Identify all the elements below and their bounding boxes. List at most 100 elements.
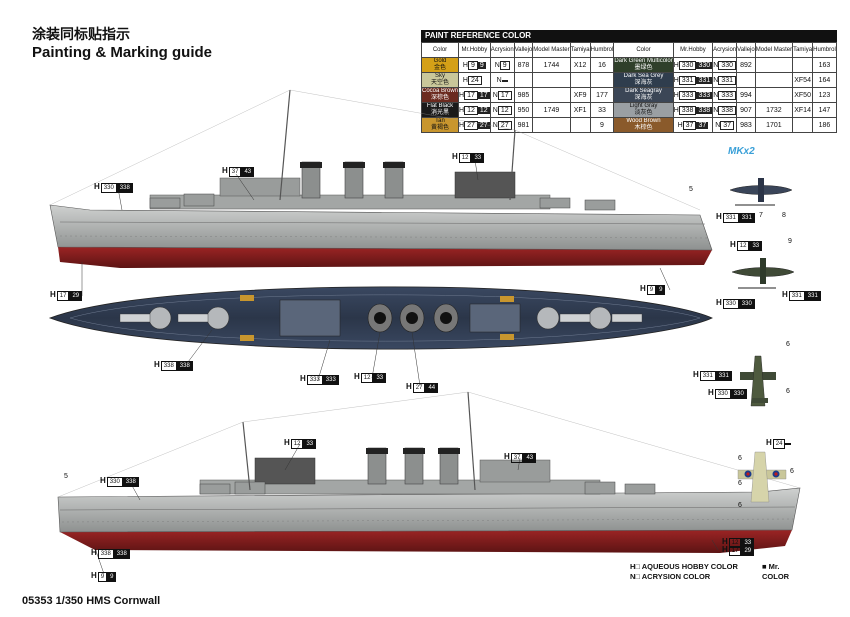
legend-aqueous: H□ AQUEOUS HOBBY COLOR xyxy=(630,562,738,571)
callout-number: 7 xyxy=(759,212,763,219)
table-cell-tamiya xyxy=(569,117,591,133)
callout-number: 6 xyxy=(786,341,790,348)
n-code: 17 xyxy=(497,90,512,100)
ship-side-profile-bottom xyxy=(57,391,801,553)
callout-number: 6 xyxy=(738,480,742,487)
swatch-name-cn: 淡灰色 xyxy=(634,110,653,116)
h-code-dark: 331 xyxy=(696,76,712,84)
swatch-name: Dark Seagray xyxy=(625,88,662,95)
swatch-name: Wood Brown xyxy=(626,118,661,125)
n-code: 9 xyxy=(499,60,510,70)
callout-number: 6 xyxy=(790,468,794,475)
legend: H□ AQUEOUS HOBBY COLOR N□ ACRYSION COLOR… xyxy=(630,562,789,582)
h-code-dark: 27 xyxy=(477,121,490,129)
h-code: 338 xyxy=(678,105,697,115)
table-header-cell: Color xyxy=(613,42,674,58)
h-code: 331 xyxy=(678,75,697,85)
swatch-name-cn: 消光黑 xyxy=(431,110,450,116)
callout-number: 8 xyxy=(782,212,786,219)
hull-grey-bottom xyxy=(57,487,801,533)
table-header-cell: Acrysion xyxy=(712,42,738,58)
h-code-dark: 17 xyxy=(477,91,490,99)
swatch-name-cn: 天空色 xyxy=(431,80,450,86)
swatch-name-cn: 黄褐色 xyxy=(431,125,450,131)
swatch-name: Dark Sea Grey xyxy=(623,73,664,80)
n-code: 37 xyxy=(720,120,735,130)
swatch-name: Cocoa Brown xyxy=(422,88,459,95)
table-cell-mm xyxy=(532,117,571,133)
h-code-dark: 330 xyxy=(696,61,712,69)
callout-number: 5 xyxy=(689,186,693,193)
table-cell-tamiya: XF9 xyxy=(569,87,591,103)
h-code: 17 xyxy=(464,90,478,100)
paint-reference-table: PAINT REFERENCE COLOR Color Mr.Hobby Acrys… xyxy=(420,30,837,133)
table-cell-mm: 1749 xyxy=(532,102,571,118)
swatch-name: Tan xyxy=(435,118,445,125)
table-cell-humbrol: 9 xyxy=(589,117,615,133)
hull-red-top xyxy=(58,247,712,268)
title-english: Painting & Marking guide xyxy=(32,44,213,61)
h-code-dark: 9 xyxy=(477,61,486,69)
table-header-cell: Tamiya xyxy=(569,42,591,58)
h-code-dark: 37 xyxy=(696,121,709,129)
n-code: 27 xyxy=(497,120,512,130)
h-code: 333 xyxy=(678,90,697,100)
aircraft-top-camo xyxy=(740,355,776,407)
swatch-name: Sky xyxy=(435,73,446,80)
swatch-name-cn: 深棕色 xyxy=(431,95,450,101)
swatch-name-cn: 木棕色 xyxy=(634,125,653,131)
h-code: 12 xyxy=(464,105,478,115)
callout-number: 5 xyxy=(64,473,68,480)
aircraft-side-2 xyxy=(731,258,795,289)
table-cell-mm: 1701 xyxy=(754,117,794,133)
ship-plan-view xyxy=(48,286,713,350)
aircraft-side-1 xyxy=(729,178,793,206)
table-cell-mm: 1744 xyxy=(532,57,571,73)
aircraft-bottom-sky xyxy=(737,451,787,503)
h-code-dark: 12 xyxy=(477,106,490,114)
callout-number: 6 xyxy=(786,388,790,395)
table-cell-tamiya xyxy=(792,117,814,133)
table-header-cell: Model Master xyxy=(754,42,794,58)
ship-side-profile-top xyxy=(49,89,713,268)
h-code: 24 xyxy=(467,75,482,85)
swatch-name: Flat Black xyxy=(426,103,454,110)
legend-mr-color: ■ Mr. COLOR xyxy=(762,562,790,581)
swatch-name-cn: 深海灰 xyxy=(634,95,653,101)
swatch-name: Light Gray xyxy=(629,103,658,110)
swatch-name-cn: 深海灰 xyxy=(634,80,653,86)
callout-number: 6 xyxy=(738,502,742,509)
swatch-name: Gold xyxy=(433,58,447,65)
h-code: 9 xyxy=(467,60,478,70)
h-code-dark: 338 xyxy=(696,106,712,114)
table-header-cell: Mr.Hobby xyxy=(458,42,491,58)
hull-red-bottom xyxy=(60,530,792,553)
table-title: PAINT REFERENCE COLOR xyxy=(421,30,837,42)
n-code: 338 xyxy=(718,105,736,115)
